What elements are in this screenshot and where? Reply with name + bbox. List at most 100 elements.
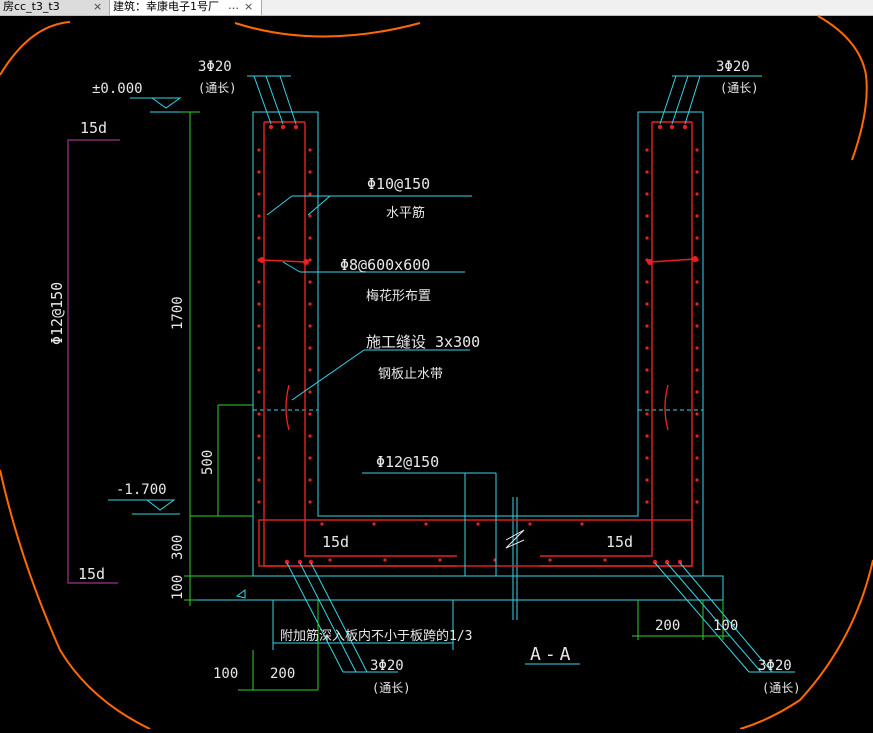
rebar-section-dot bbox=[257, 434, 261, 438]
rebar-section-dot bbox=[695, 500, 699, 504]
anchor-right-label: 15d bbox=[606, 533, 633, 551]
rebar-section-dot bbox=[257, 500, 261, 504]
rebar-section-dot bbox=[695, 368, 699, 372]
dimension-500: 500 bbox=[200, 450, 216, 475]
rebar-section-dot bbox=[308, 456, 312, 460]
slab-bar-label: Φ12@150 bbox=[376, 453, 439, 471]
rebar-section-dot bbox=[645, 302, 649, 306]
rebar-section-dot bbox=[257, 390, 261, 394]
rebar-section-dot bbox=[645, 280, 649, 284]
rebar-section-dot bbox=[695, 214, 699, 218]
anchor-top-label: 15d bbox=[80, 119, 107, 137]
rebar-section-dot bbox=[257, 170, 261, 174]
rebar-section-dot bbox=[268, 124, 274, 130]
tab-close-icon[interactable]: × bbox=[244, 0, 254, 13]
rebar-section-dot bbox=[695, 346, 699, 350]
status-strip bbox=[0, 729, 873, 733]
rebar-section-dot bbox=[308, 412, 312, 416]
rebar-section-dot bbox=[308, 258, 312, 262]
rebar-section-dot bbox=[695, 170, 699, 174]
rebar-section-dot bbox=[284, 559, 290, 565]
level-bottom-label: -1.700 bbox=[116, 482, 167, 498]
rebar-section-dot bbox=[603, 558, 607, 562]
rebar-section-dot bbox=[695, 302, 699, 306]
rebar-section-dot bbox=[293, 124, 299, 130]
concrete-outline bbox=[189, 111, 724, 620]
rebar-section-dot bbox=[695, 412, 699, 416]
rebar-section-dot bbox=[645, 390, 649, 394]
rebar-section-dot bbox=[476, 522, 480, 526]
top-bar-left-label: 3Φ20 bbox=[198, 59, 232, 75]
rebar-section-dot bbox=[259, 257, 265, 263]
tie-bar-note: 梅花形布置 bbox=[366, 288, 431, 304]
tab-overflow-icon[interactable]: … bbox=[228, 0, 239, 12]
tab-close-icon[interactable]: × bbox=[93, 0, 103, 13]
dimension-100: 100 bbox=[170, 575, 186, 600]
rebar-section-dot bbox=[308, 236, 312, 240]
rebar-section-dot bbox=[320, 522, 324, 526]
rebar-section-dot bbox=[692, 256, 698, 262]
document-tab-bar: 房cc_t3_t3 × 建筑：幸康电子1号厂 … × bbox=[0, 0, 873, 16]
rebar-section-dot bbox=[695, 456, 699, 460]
rebar-section-dot bbox=[645, 456, 649, 460]
rebar-section-dot bbox=[657, 124, 663, 130]
rebar-section-dot bbox=[669, 124, 675, 130]
section-title: A-A bbox=[530, 644, 575, 665]
dimension-100-right: 100 bbox=[713, 618, 738, 634]
rebar-section-dot bbox=[645, 434, 649, 438]
top-bar-left-note: (通长) bbox=[198, 81, 236, 95]
rebar-section-dot bbox=[308, 500, 312, 504]
vertical-bar-label: Φ12@150 bbox=[48, 282, 66, 345]
rebar-section-dot bbox=[308, 170, 312, 174]
rebar-section-dot bbox=[257, 368, 261, 372]
rebar-section-dot bbox=[383, 558, 387, 562]
rebar-section-dot bbox=[297, 559, 303, 565]
anchor-left-label: 15d bbox=[322, 533, 349, 551]
dimension-200-left: 200 bbox=[270, 666, 295, 682]
rebar-section-dot bbox=[695, 236, 699, 240]
rebar-section-dot bbox=[257, 192, 261, 196]
rebar-section-dot bbox=[257, 236, 261, 240]
rebar-section-dot bbox=[677, 559, 683, 565]
rebar-section-dot bbox=[372, 522, 376, 526]
rebar-section-dot bbox=[695, 192, 699, 196]
rebar-section-dot bbox=[645, 192, 649, 196]
rebar-section-dot bbox=[308, 148, 312, 152]
bottom-bar-left-note: (通长) bbox=[372, 681, 410, 695]
rebar-section-dot bbox=[280, 124, 286, 130]
boundary-curves bbox=[0, 15, 873, 729]
rebar-section-dot bbox=[645, 170, 649, 174]
rebar-section-dot bbox=[695, 280, 699, 284]
rebar-dots bbox=[257, 124, 699, 565]
rebar-section-dot bbox=[695, 324, 699, 328]
dimension-1700: 1700 bbox=[170, 296, 186, 330]
rebar-section-dot bbox=[257, 478, 261, 482]
rebar-section-dot bbox=[308, 434, 312, 438]
rebar-section-dot bbox=[308, 478, 312, 482]
rebar-section-dot bbox=[438, 558, 442, 562]
rebar-section-dot bbox=[580, 522, 584, 526]
cad-drawing-canvas[interactable]: ±0.000 -1.700 15d 15d Φ12@150 1700 500 3… bbox=[0, 15, 873, 729]
rebar-section-dot bbox=[308, 192, 312, 196]
rebar-section-dot bbox=[328, 558, 332, 562]
rebar-section-dot bbox=[645, 346, 649, 350]
horizontal-bar-label: Φ10@150 bbox=[367, 175, 430, 193]
vertical-bar-detail bbox=[67, 139, 120, 584]
joint-label: 施工缝设 3x300 bbox=[366, 333, 480, 351]
tie-bar-label: Φ8@600x600 bbox=[340, 256, 430, 274]
rebar-section-dot bbox=[645, 500, 649, 504]
tab-document-1[interactable]: 房cc_t3_t3 × bbox=[0, 0, 110, 15]
tab-document-2[interactable]: 建筑：幸康电子1号厂 … × bbox=[110, 0, 262, 15]
rebar-section-dot bbox=[257, 412, 261, 416]
rebar-section-dot bbox=[682, 124, 688, 130]
rebar-section-dot bbox=[645, 324, 649, 328]
joint-note: 钢板止水带 bbox=[378, 367, 443, 382]
dimension-300: 300 bbox=[170, 535, 186, 560]
rebar-section-dot bbox=[308, 324, 312, 328]
rebar-section-dot bbox=[548, 558, 552, 562]
rebar-section-dot bbox=[308, 214, 312, 218]
bottom-bar-right-note: (通长) bbox=[762, 681, 800, 695]
rebar-section-dot bbox=[695, 390, 699, 394]
bottom-bar-right-label: 3Φ20 bbox=[758, 658, 792, 674]
anchor-bottom-label: 15d bbox=[78, 565, 105, 583]
